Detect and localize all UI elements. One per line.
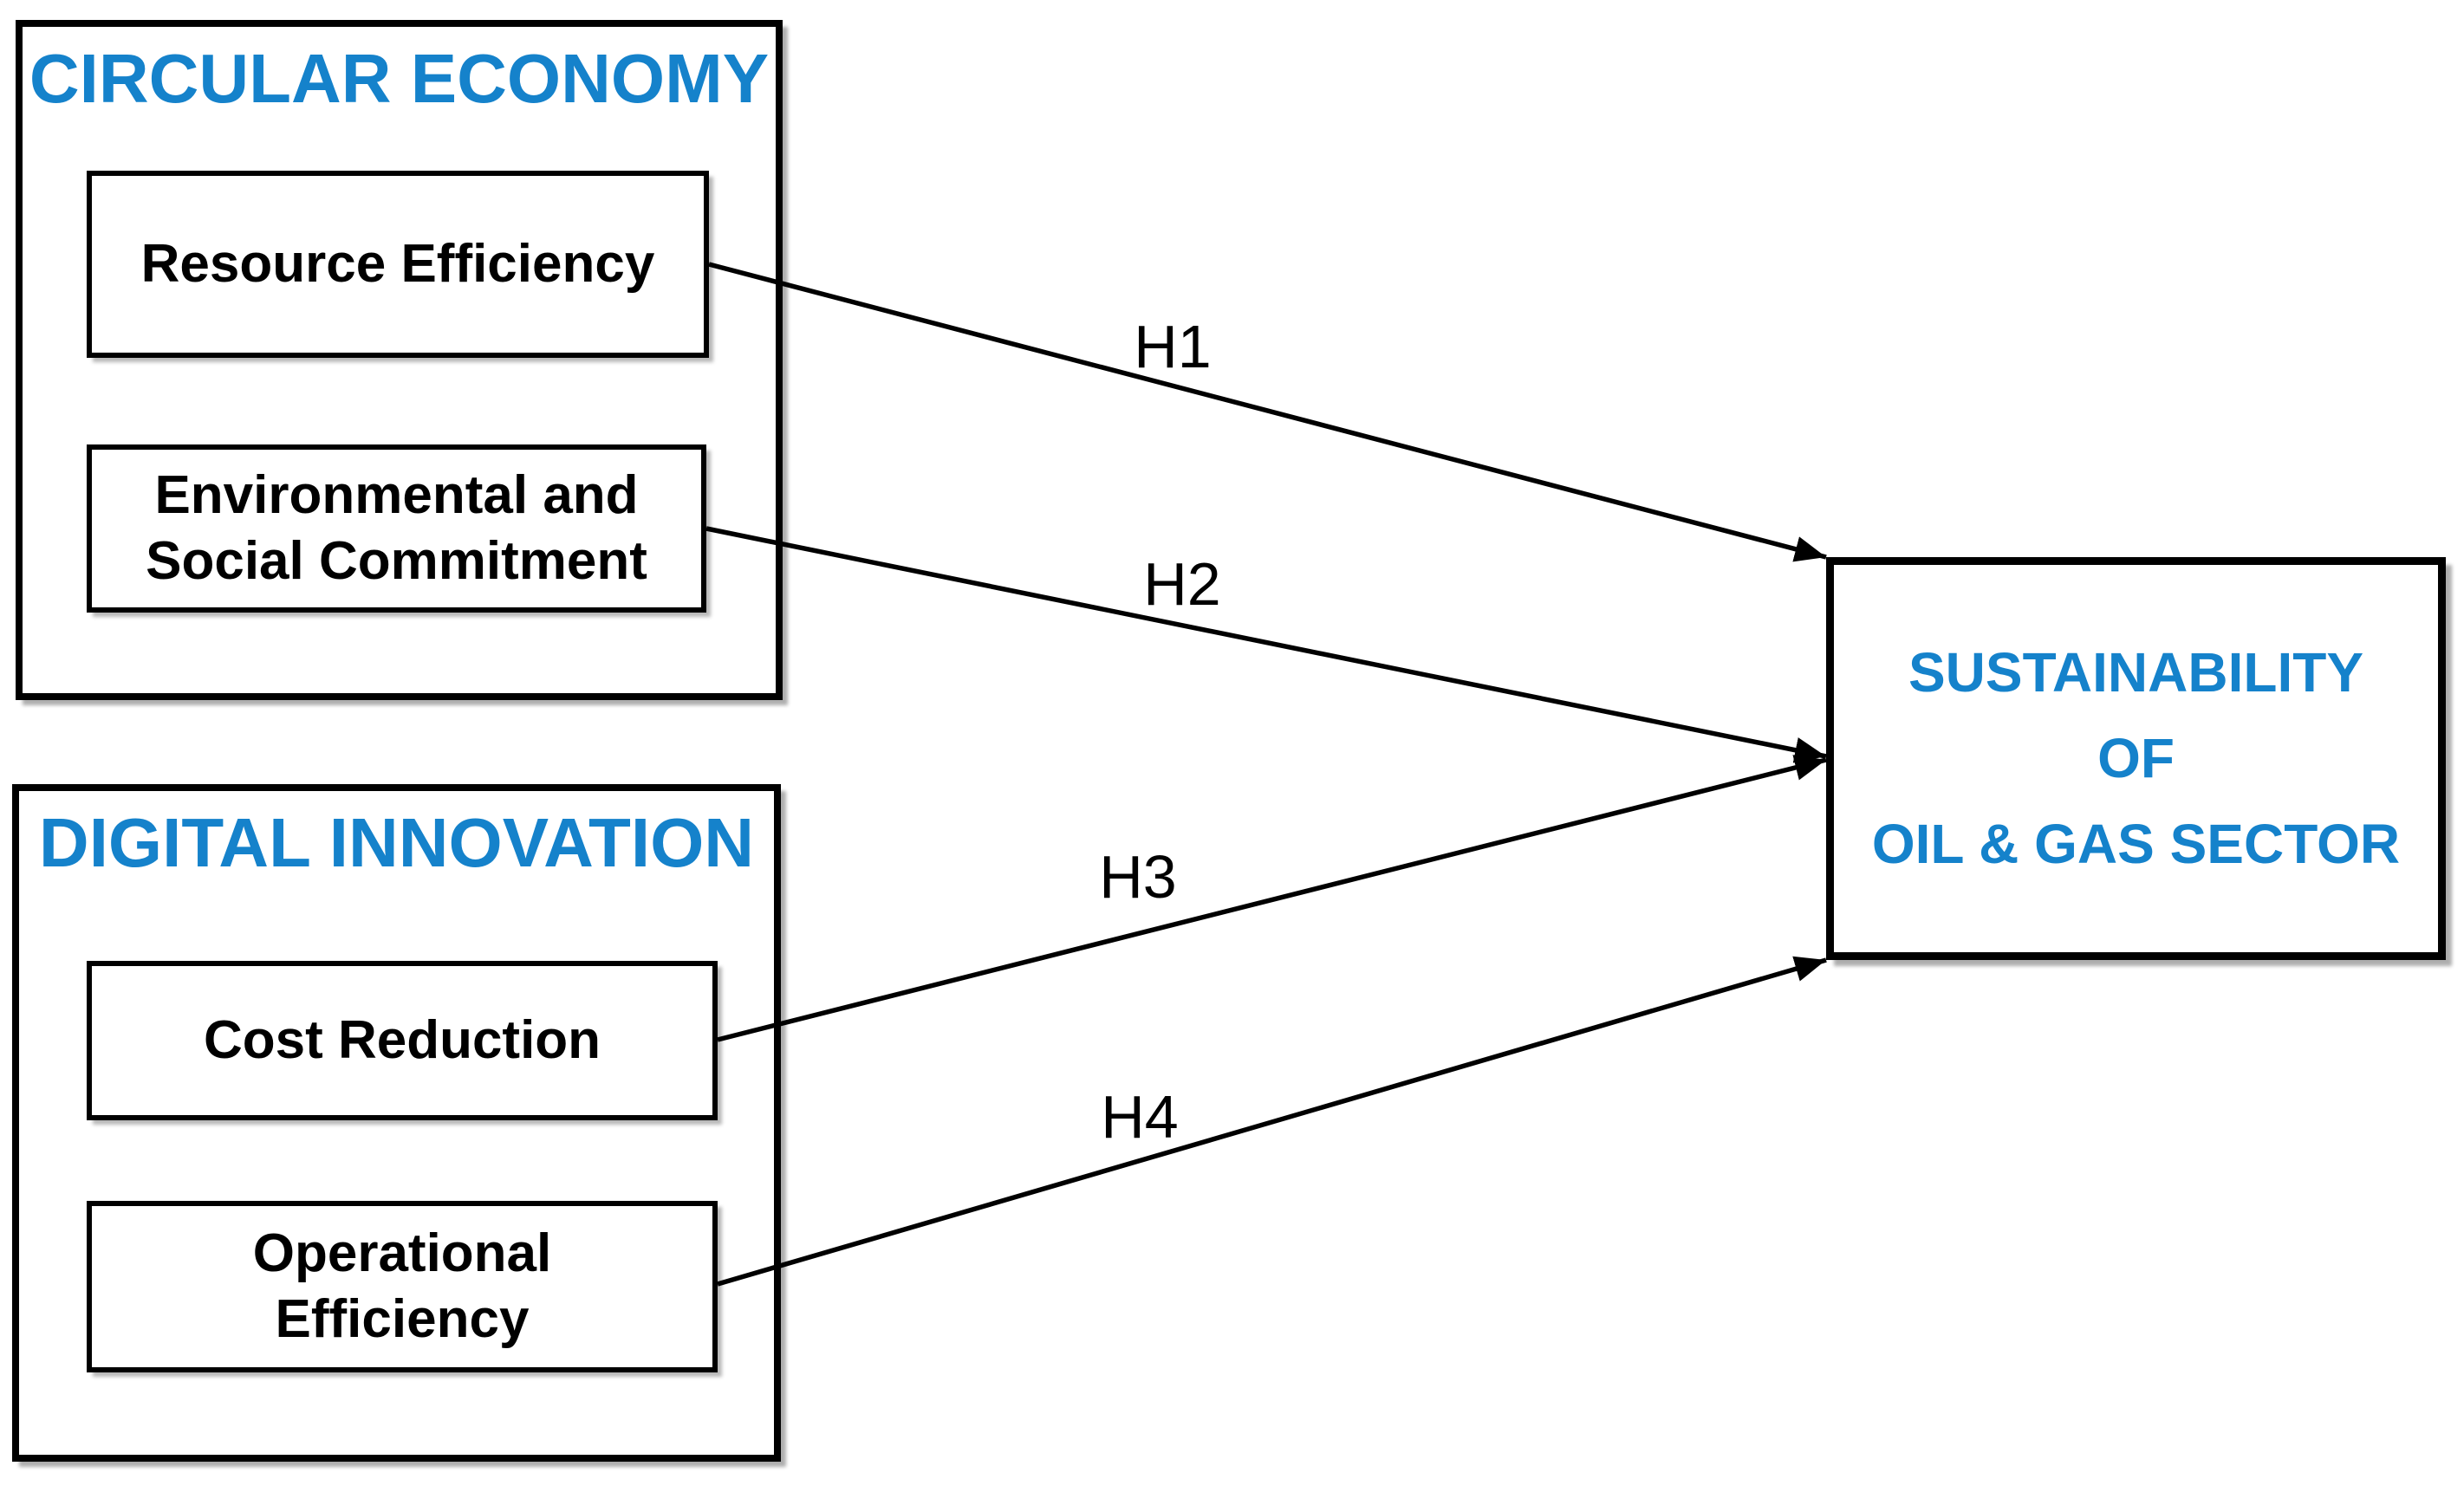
arrow-h4 [717,956,1827,1287]
arrow-h3 [717,755,1827,1042]
arrow-h1 [708,262,1827,562]
node-label-resource-efficiency: Resource Efficiency [140,234,655,295]
hypothesis-label-h2: H2 [1143,550,1221,618]
node-operational-efficiency: Operational Efficiency [87,1201,718,1372]
node-label-operational-efficiency: Operational Efficiency [252,1223,552,1349]
node-label-environmental-social-commitment: Environmental and Social Commitment [146,465,647,591]
node-sustainability-oil-gas-sector: SUSTAINABILITY OF OIL & GAS SECTOR [1826,557,2446,960]
node-label-cost-reduction: Cost Reduction [203,1010,601,1071]
group-title-digital-innovation: DIGITAL INNOVATION [38,804,755,881]
node-environmental-social-commitment: Environmental and Social Commitment [87,444,706,613]
arrow-h2 [705,526,1827,763]
node-cost-reduction: Cost Reduction [87,961,718,1120]
node-resource-efficiency: Resource Efficiency [87,171,709,358]
node-label-sustainability-oil-gas-sector: SUSTAINABILITY OF OIL & GAS SECTOR [1871,640,2401,876]
hypothesis-label-h1: H1 [1134,313,1212,380]
group-title-circular-economy: CIRCULAR ECONOMY [29,40,770,117]
hypothesis-label-h4: H4 [1101,1083,1179,1151]
hypothesis-label-h3: H3 [1099,843,1177,911]
